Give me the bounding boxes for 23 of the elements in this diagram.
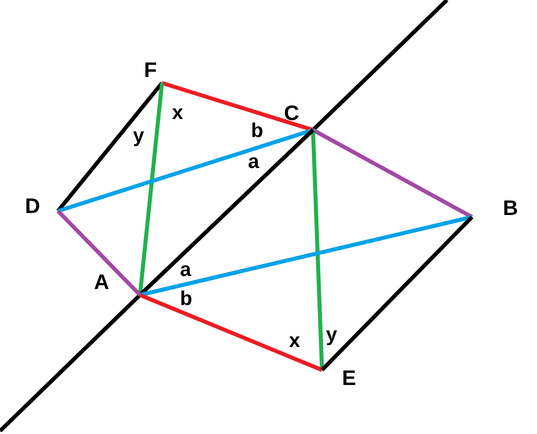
angle-label: a — [180, 260, 192, 280]
line-segment — [139, 293, 323, 372]
angle-label: x — [172, 103, 184, 123]
vertex-label: B — [472, 196, 518, 220]
line-segment — [312, 128, 473, 219]
angle-label: a — [248, 152, 260, 172]
angle-label: y — [133, 126, 144, 146]
line-segment — [140, 215, 472, 297]
line-segment — [311, 130, 324, 370]
angle-label: b — [251, 121, 264, 141]
angle-label: y — [326, 325, 338, 345]
vertex-label: C — [284, 103, 313, 130]
angle-label: b — [180, 289, 192, 309]
angle-label: x — [289, 331, 300, 351]
vertex-label: E — [322, 365, 356, 389]
line-segment — [56, 82, 164, 212]
line-segment — [161, 81, 314, 132]
line-segment — [56, 210, 142, 296]
vertex-label: F — [144, 60, 162, 83]
vertex-label: A — [94, 272, 140, 295]
vertex-label: D — [25, 194, 58, 218]
line-segment — [320, 216, 474, 372]
line-segment — [57, 128, 314, 213]
